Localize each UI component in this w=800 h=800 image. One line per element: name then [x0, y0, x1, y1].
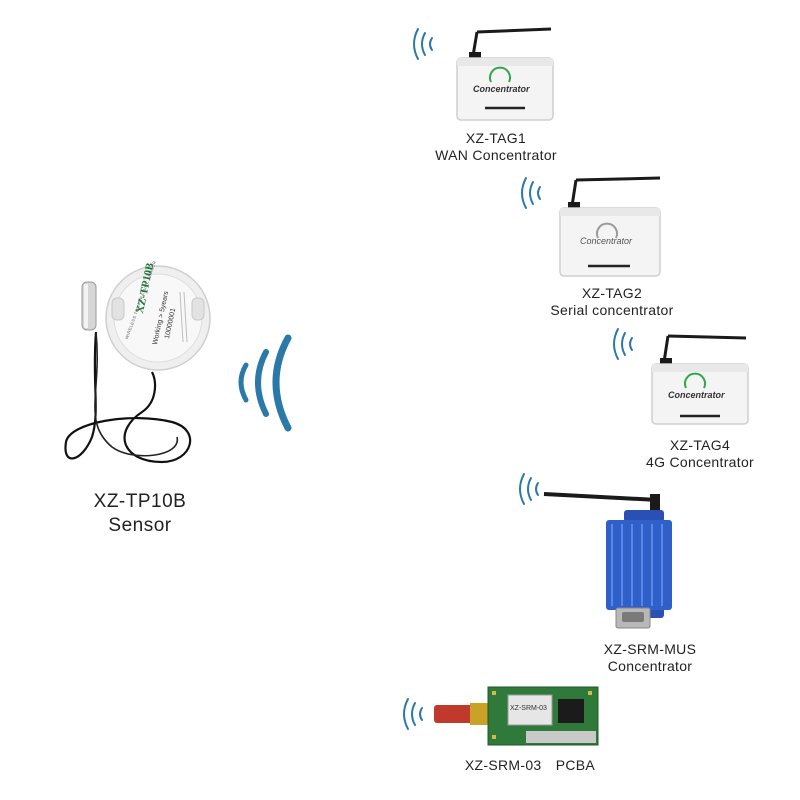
wifi-signal-icon	[232, 330, 322, 432]
device-type: Concentrator	[607, 658, 693, 674]
device-label: XZ-SRM-MUS Concentrator	[570, 641, 730, 675]
sensor-device-image: XZ-TP10B Working > 5years 10000001 WIREL…	[52, 260, 222, 474]
device-model: XZ-TAG2	[581, 285, 643, 301]
wifi-signal-icon	[402, 698, 428, 730]
radio-module-image	[540, 480, 672, 630]
concentrator-panel-text: Concentrator	[580, 236, 633, 246]
concentrator-panel-text: Concentrator	[668, 390, 725, 400]
concentrator-device-image: Concentrator	[650, 330, 750, 426]
pcba-chip-text: XZ-SRM-03	[510, 705, 547, 712]
wifi-signal-icon	[518, 473, 544, 505]
sensor-label: XZ-TP10B Sensor	[70, 490, 210, 538]
wifi-signal-icon	[612, 328, 638, 360]
device-type: WAN Concentrator	[435, 147, 557, 163]
device-label: XZ-TAG1 WAN Concentrator	[416, 130, 576, 164]
sensor-type: Sensor	[108, 515, 172, 536]
wifi-signal-icon	[520, 177, 546, 209]
device-model: XZ-TAG1	[465, 130, 527, 146]
device-model: XZ-SRM-03	[464, 757, 542, 773]
device-label: XZ-TAG4 4G Concentrator	[620, 437, 780, 471]
device-type: PCBA	[555, 757, 596, 773]
wifi-signal-icon	[412, 28, 438, 60]
device-model: XZ-TAG4	[669, 437, 731, 453]
device-label: XZ-SRM-03 PCBA	[440, 757, 620, 774]
concentrator-panel-text: Concentrator	[473, 84, 530, 94]
concentrator-device-image: Concentrator	[455, 26, 555, 122]
pcba-board-image: XZ-SRM-03	[430, 685, 600, 750]
concentrator-device-image: Concentrator	[558, 172, 663, 278]
device-label: XZ-TAG2 Serial concentrator	[522, 285, 702, 319]
device-type: Serial concentrator	[550, 302, 674, 318]
device-model: XZ-SRM-MUS	[603, 641, 697, 657]
device-type: 4G Concentrator	[646, 454, 754, 470]
sensor-model: XZ-TP10B	[93, 491, 187, 512]
